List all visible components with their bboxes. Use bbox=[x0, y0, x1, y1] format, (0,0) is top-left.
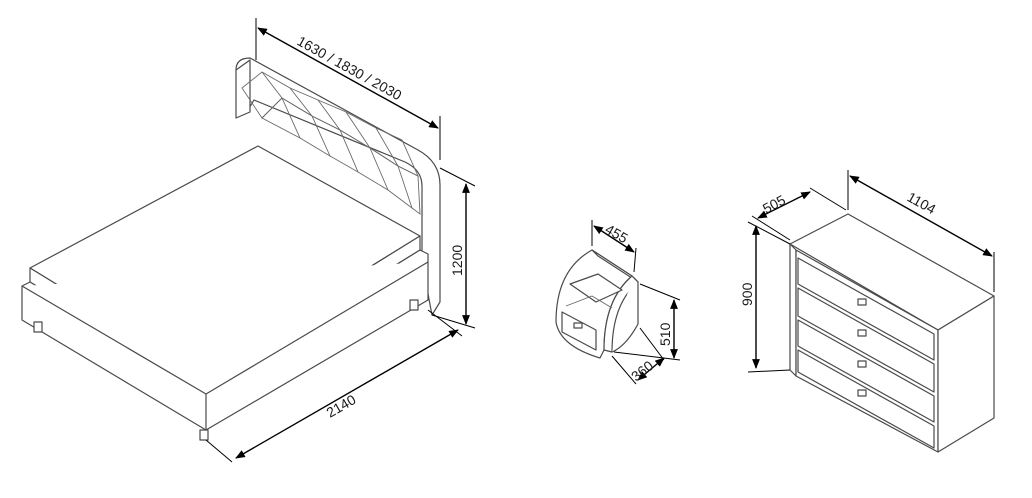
bed-leg bbox=[33, 321, 43, 333]
dresser-handle bbox=[857, 389, 867, 397]
dresser-drawer bbox=[797, 287, 935, 393]
nightstand-width-label: 455 bbox=[603, 221, 631, 247]
nightstand-drawing: 455 510 360 bbox=[555, 220, 681, 384]
nightstand-height-label: 510 bbox=[657, 322, 673, 346]
dresser-drawers bbox=[797, 257, 935, 449]
dresser-drawer bbox=[797, 319, 935, 423]
bed-length-label: 2140 bbox=[324, 391, 359, 421]
dresser-drawer bbox=[797, 257, 935, 361]
dresser-height-label: 900 bbox=[739, 282, 755, 306]
nightstand-drawer bbox=[561, 311, 597, 351]
dresser-drawer bbox=[797, 349, 935, 449]
bed-leg bbox=[409, 299, 419, 311]
bed-height-label: 1200 bbox=[449, 245, 465, 276]
dresser-handle bbox=[857, 298, 867, 306]
bed-drawing: 1630 / 1830 / 2030 1200 2140 bbox=[21, 18, 476, 463]
bed-leg bbox=[199, 429, 209, 441]
nightstand-drawer-handle bbox=[573, 322, 583, 329]
dresser-handle bbox=[857, 329, 867, 337]
dresser-depth-label: 505 bbox=[760, 191, 788, 216]
dresser-handle bbox=[857, 360, 867, 368]
dresser-drawing: 505 1104 900 bbox=[739, 170, 995, 453]
dresser-width-label: 1104 bbox=[905, 189, 939, 218]
